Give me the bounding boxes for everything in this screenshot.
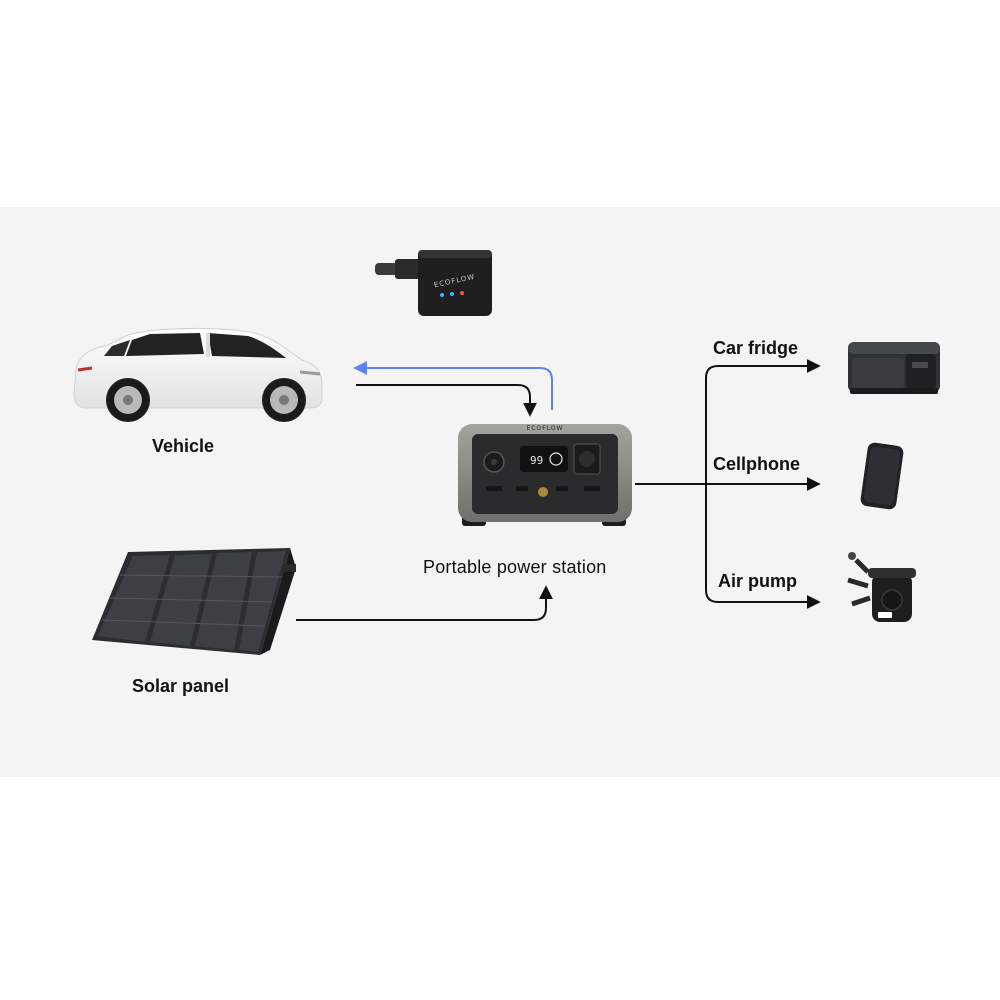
arrow-solar-to-station	[296, 585, 553, 621]
car-charger-icon: ECOFLOW	[375, 250, 492, 316]
air-pump-label: Air pump	[718, 571, 797, 591]
arrow-station-to-air-pump	[705, 484, 821, 609]
arrow-station-to-vehicle	[353, 361, 553, 410]
car-fridge-label: Car fridge	[713, 338, 799, 358]
solar-panel-icon	[92, 548, 296, 655]
power-station-label: Portable power station	[423, 557, 607, 577]
car-icon	[73, 327, 323, 422]
solar-panel-label: Solar panel	[132, 676, 230, 696]
power-station-brand: ECOFLOW	[527, 425, 564, 432]
power-station-display: 99	[530, 454, 543, 467]
power-station-icon: ECOFLOW 99	[458, 424, 632, 526]
arrow-vehicle-to-station	[356, 384, 537, 417]
air-pump-icon	[847, 552, 916, 622]
vehicle-label: Vehicle	[152, 436, 215, 456]
cellphone-icon	[860, 442, 904, 510]
arrow-station-to-car-fridge	[705, 359, 821, 484]
car-fridge-icon	[848, 342, 940, 394]
cellphone-label: Cellphone	[713, 454, 801, 474]
